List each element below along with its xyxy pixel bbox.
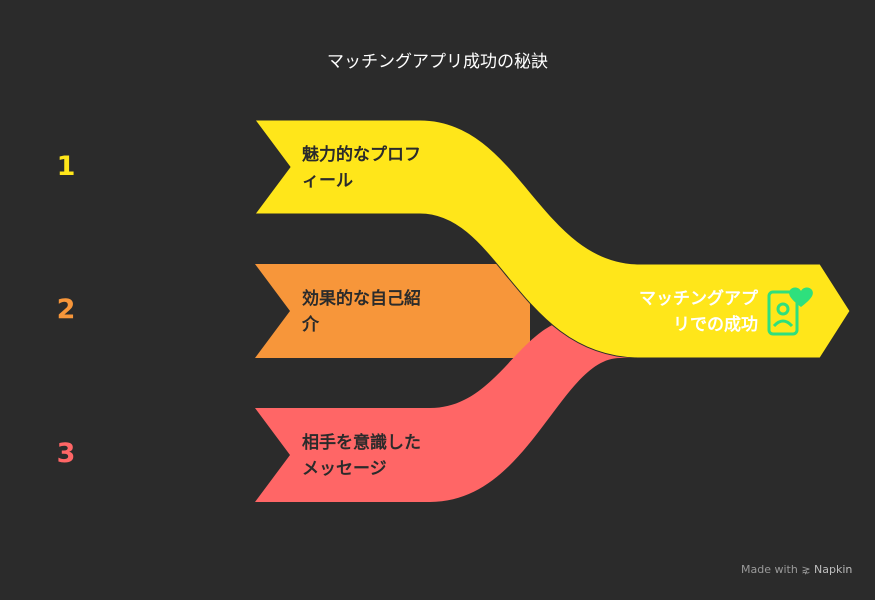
napkin-logo-icon: ⋧ [801,563,811,576]
step-2-label: 効果的な自己紹 介 [302,289,421,335]
step-number-1: 1 [56,151,76,182]
step-1-band [254,119,851,359]
footer-prefix: Made with [741,563,798,576]
phone-heart-icon [767,287,813,336]
diagram-title: マッチングアプリ成功の秘訣 [327,52,548,72]
footer-credit: Made with ⋧ Napkin [741,563,852,576]
step-3-label: 相手を意識した メッセージ [302,433,421,479]
step-number-2: 2 [56,294,76,325]
step-2-band [255,264,530,358]
step-1-label: 魅力的なプロフ ィール [302,145,421,191]
result-label: マッチングアプ リでの成功 [639,289,758,335]
step-3-band [255,318,660,502]
step-number-3: 3 [56,438,76,469]
footer-brand: Napkin [814,563,853,576]
